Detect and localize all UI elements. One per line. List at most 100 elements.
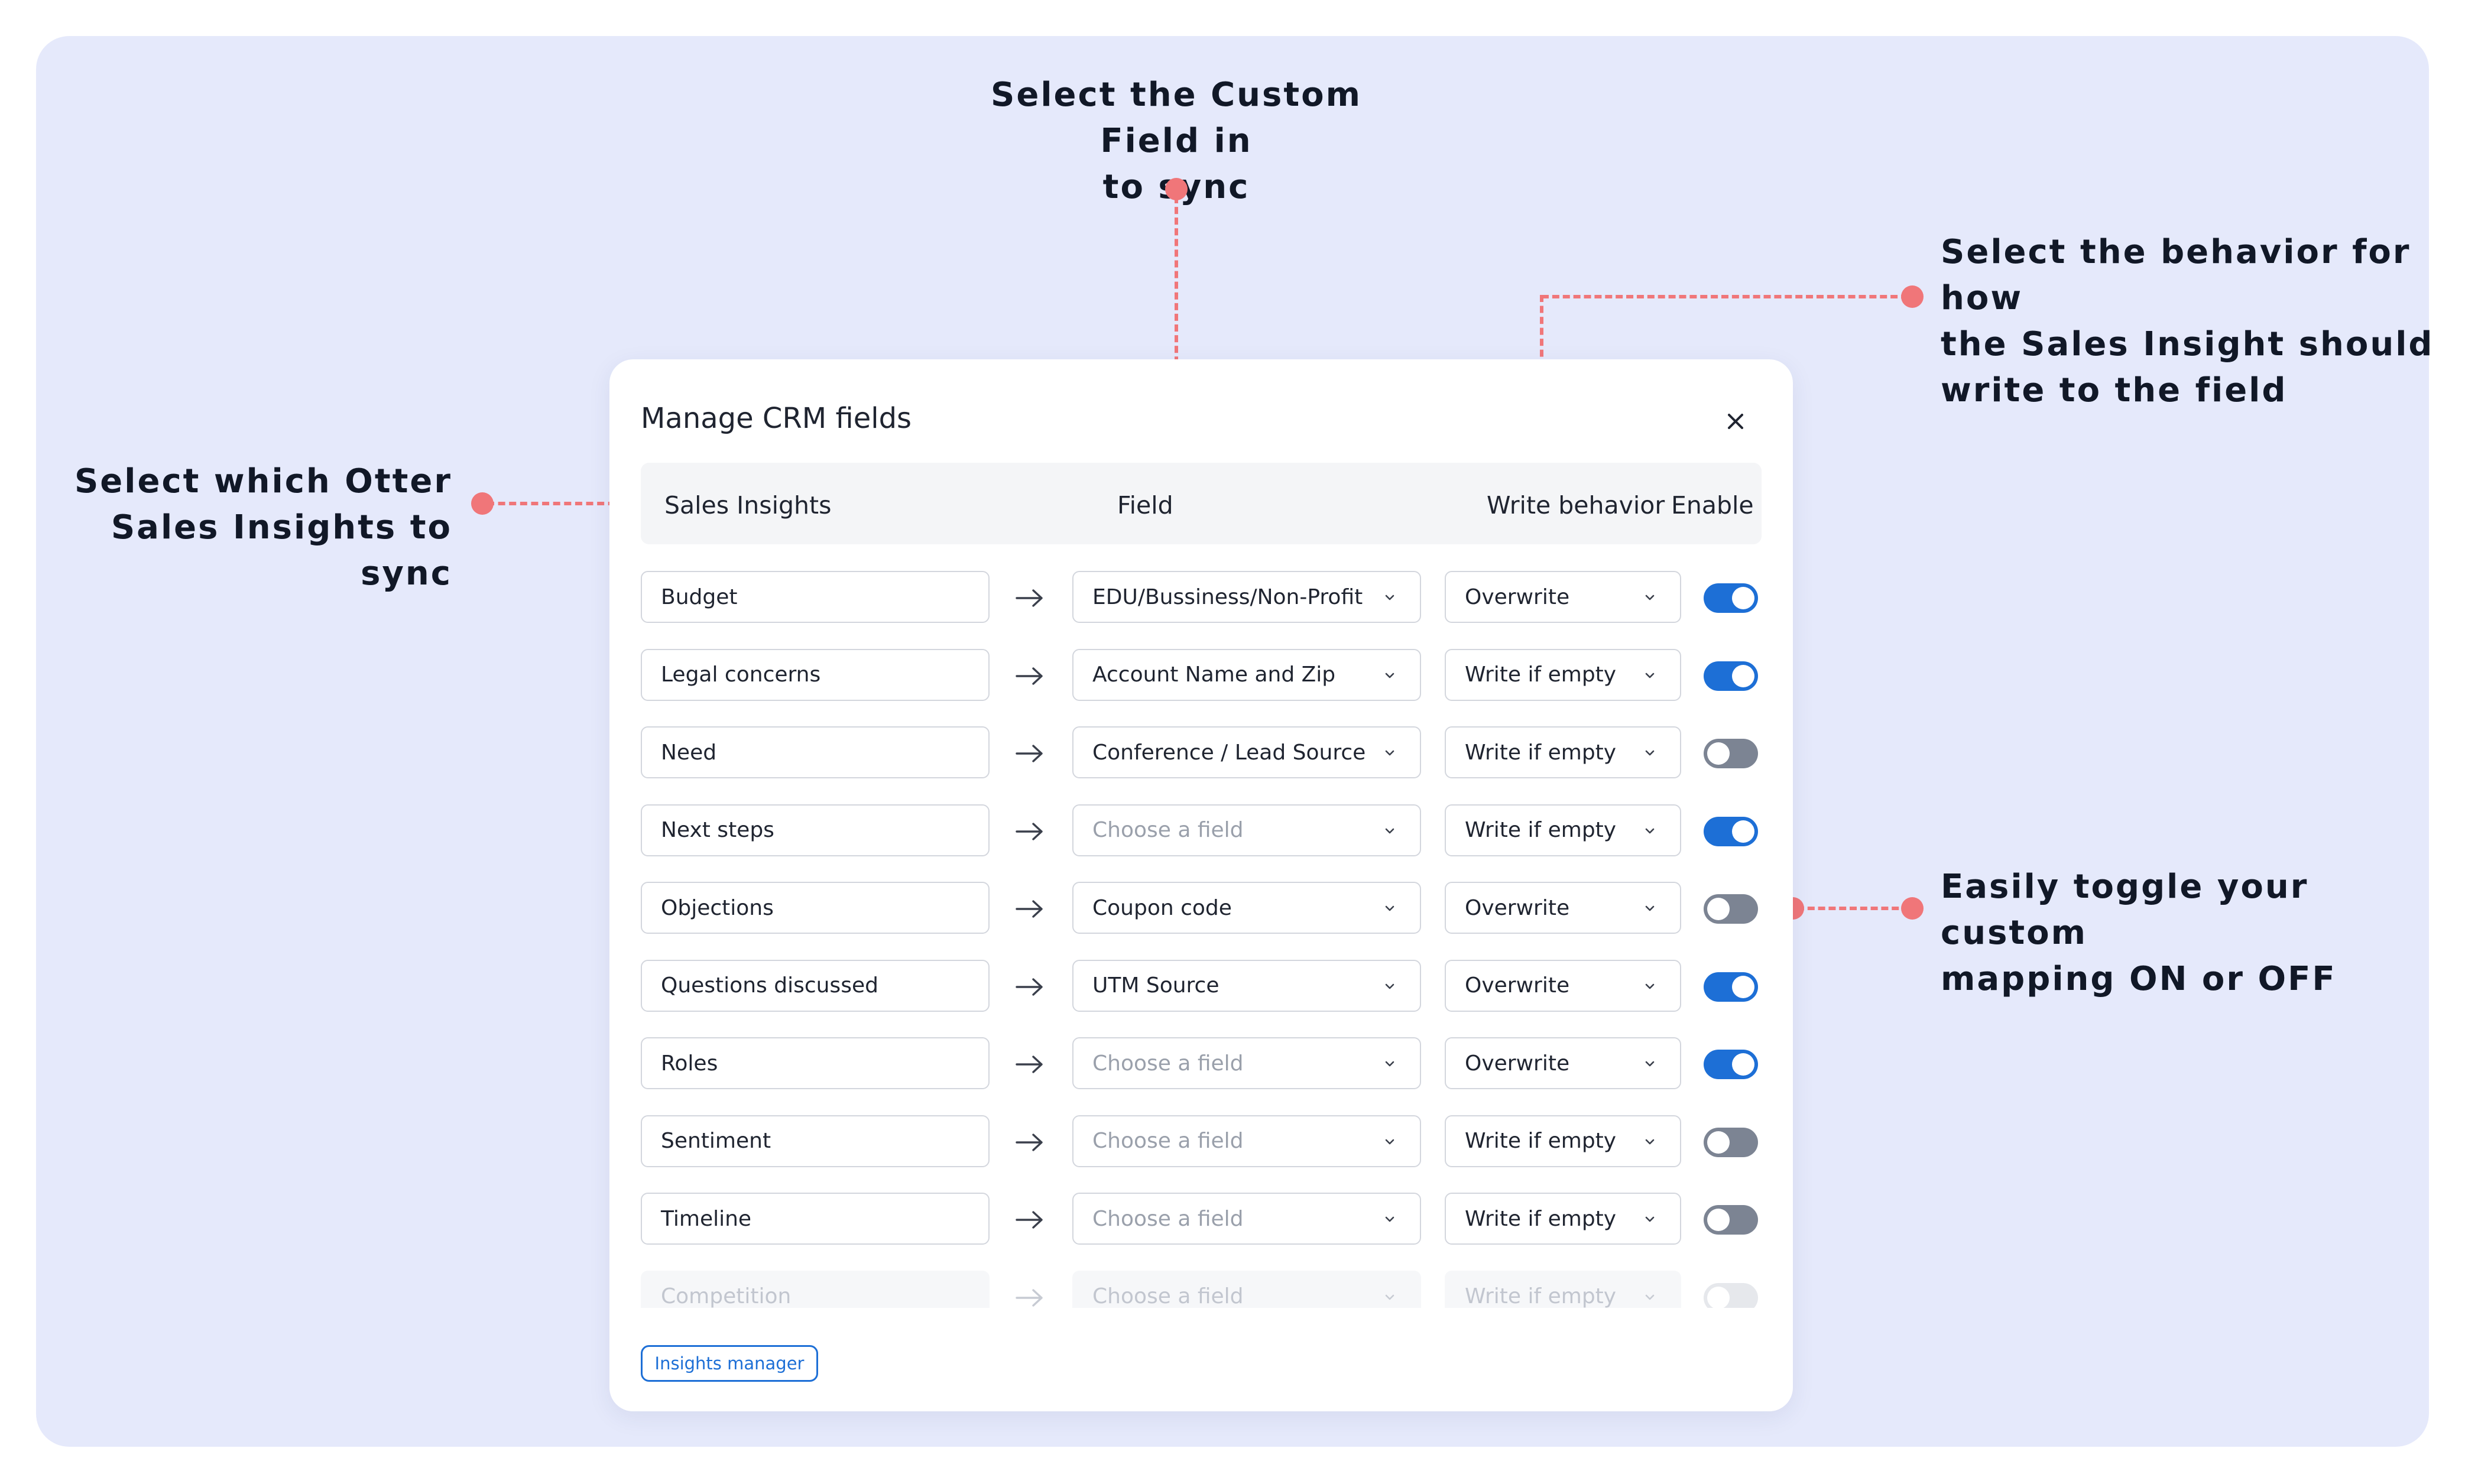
write-behavior-select[interactable]: Write if empty (1445, 648, 1681, 701)
write-behavior-select[interactable]: Overwrite (1445, 959, 1681, 1012)
sales-insight-label: Budget (661, 584, 738, 609)
sales-insight-field[interactable]: Competition (641, 1270, 990, 1308)
sales-insight-label: Sentiment (661, 1129, 771, 1153)
arrow-right-icon (1016, 589, 1043, 607)
sales-insight-field[interactable]: Next steps (641, 804, 990, 856)
table-row: Next steps Choose a field Write if empty (641, 804, 1762, 859)
callout-connector (1175, 196, 1178, 460)
chevron-down-icon (1645, 1216, 1655, 1222)
header-enable: Enable (1671, 491, 1754, 519)
crm-field-value: Coupon code (1092, 895, 1232, 920)
sales-insight-field[interactable]: Timeline (641, 1193, 990, 1245)
crm-field-select[interactable]: UTM Source (1072, 959, 1421, 1012)
arrow-right-icon (1016, 1133, 1043, 1151)
toggle-knob (1707, 1209, 1730, 1231)
crm-field-select[interactable]: Choose a field (1072, 1270, 1421, 1308)
sales-insight-label: Legal concerns (661, 663, 821, 687)
arrow-right-icon (1016, 978, 1043, 996)
write-behavior-value: Write if empty (1465, 1284, 1617, 1308)
crm-field-select[interactable]: Choose a field (1072, 1193, 1421, 1245)
sales-insight-field[interactable]: Need (641, 726, 990, 778)
sales-insight-field[interactable]: Questions discussed (641, 959, 990, 1012)
sales-insight-field[interactable]: Legal concerns (641, 648, 990, 701)
table-row: Roles Choose a field Overwrite (641, 1037, 1762, 1092)
crm-field-select[interactable]: Account Name and Zip (1072, 648, 1421, 701)
toggle-knob (1707, 1286, 1730, 1308)
crm-field-select[interactable]: Coupon code (1072, 882, 1421, 934)
enable-toggle[interactable] (1704, 894, 1758, 924)
callout-insights-line: Select which Otter (74, 462, 452, 501)
callout-dot (1901, 897, 1924, 920)
crm-field-select[interactable]: Choose a field (1072, 1037, 1421, 1089)
callout-field: Select the Custom Field in to sync (961, 72, 1392, 210)
crm-field-select[interactable]: Conference / Lead Source (1072, 726, 1421, 778)
insights-manager-button[interactable]: Insights manager (641, 1345, 818, 1382)
enable-toggle[interactable] (1704, 1282, 1758, 1308)
arrow-right-icon (1016, 1211, 1043, 1229)
write-behavior-value: Write if empty (1465, 1206, 1617, 1231)
chevron-down-icon (1645, 595, 1655, 600)
table-row: Sentiment Choose a field Write if empty (641, 1115, 1762, 1170)
chevron-down-icon (1385, 1294, 1394, 1300)
chevron-down-icon (1385, 1139, 1394, 1144)
write-behavior-value: Write if empty (1465, 740, 1617, 765)
arrow-right-icon (1016, 1288, 1043, 1307)
write-behavior-select[interactable]: Overwrite (1445, 882, 1681, 934)
chevron-down-icon (1385, 673, 1394, 678)
chevron-down-icon (1645, 673, 1655, 678)
sales-insight-field[interactable]: Roles (641, 1037, 990, 1089)
chevron-down-icon (1645, 983, 1655, 989)
enable-toggle[interactable] (1704, 816, 1758, 846)
sales-insight-label: Questions discussed (661, 973, 878, 998)
write-behavior-select[interactable]: Write if empty (1445, 1270, 1681, 1308)
toggle-knob (1732, 587, 1754, 609)
close-icon[interactable] (1721, 407, 1750, 436)
toggle-knob (1707, 1131, 1730, 1154)
crm-field-select[interactable]: Choose a field (1072, 804, 1421, 856)
header-field: Field (1117, 491, 1173, 519)
crm-field-select[interactable]: Choose a field (1072, 1115, 1421, 1167)
callout-behavior: Select the behavior for how the Sales In… (1941, 229, 2465, 414)
callout-toggle-line: Easily toggle your custom (1941, 868, 2309, 952)
crm-field-value: UTM Source (1092, 973, 1219, 998)
sales-insight-field[interactable]: Sentiment (641, 1115, 990, 1167)
crm-field-value: Choose a field (1092, 1129, 1244, 1153)
header-write-behavior: Write behavior (1487, 491, 1665, 519)
sales-insight-field[interactable]: Objections (641, 882, 990, 934)
arrow-right-icon (1016, 667, 1043, 685)
enable-toggle[interactable] (1704, 1205, 1758, 1235)
crm-field-value: Choose a field (1092, 1206, 1244, 1231)
crm-field-select[interactable]: EDU/Bussiness/Non-Profit (1072, 571, 1421, 623)
chevron-down-icon (1385, 983, 1394, 989)
arrow-right-icon (1016, 822, 1043, 840)
write-behavior-select[interactable]: Write if empty (1445, 1193, 1681, 1245)
callout-behavior-line: write to the field (1941, 371, 2288, 410)
callout-behavior-line: the Sales Insight should (1941, 325, 2434, 363)
crm-field-value: EDU/Bussiness/Non-Profit (1092, 584, 1363, 609)
chevron-down-icon (1385, 1061, 1394, 1067)
sales-insight-label: Need (661, 740, 717, 765)
enable-toggle[interactable] (1704, 1127, 1758, 1157)
write-behavior-select[interactable]: Overwrite (1445, 571, 1681, 623)
enable-toggle[interactable] (1704, 972, 1758, 1002)
write-behavior-value: Overwrite (1465, 584, 1570, 609)
enable-toggle[interactable] (1704, 583, 1758, 613)
write-behavior-select[interactable]: Write if empty (1445, 804, 1681, 856)
enable-toggle[interactable] (1704, 739, 1758, 768)
sales-insight-field[interactable]: Budget (641, 571, 990, 623)
table-header: Sales Insights Field Write behavior Enab… (641, 463, 1762, 544)
write-behavior-value: Write if empty (1465, 818, 1617, 842)
enable-toggle[interactable] (1704, 661, 1758, 691)
write-behavior-select[interactable]: Write if empty (1445, 726, 1681, 778)
toggle-knob (1707, 742, 1730, 765)
write-behavior-select[interactable]: Write if empty (1445, 1115, 1681, 1167)
chevron-down-icon (1645, 1139, 1655, 1144)
write-behavior-value: Overwrite (1465, 1051, 1570, 1076)
crm-field-value: Choose a field (1092, 1284, 1244, 1308)
arrow-right-icon (1016, 900, 1043, 918)
write-behavior-select[interactable]: Overwrite (1445, 1037, 1681, 1089)
chevron-down-icon (1645, 1294, 1655, 1300)
callout-connector (1797, 907, 1909, 910)
enable-toggle[interactable] (1704, 1050, 1758, 1079)
